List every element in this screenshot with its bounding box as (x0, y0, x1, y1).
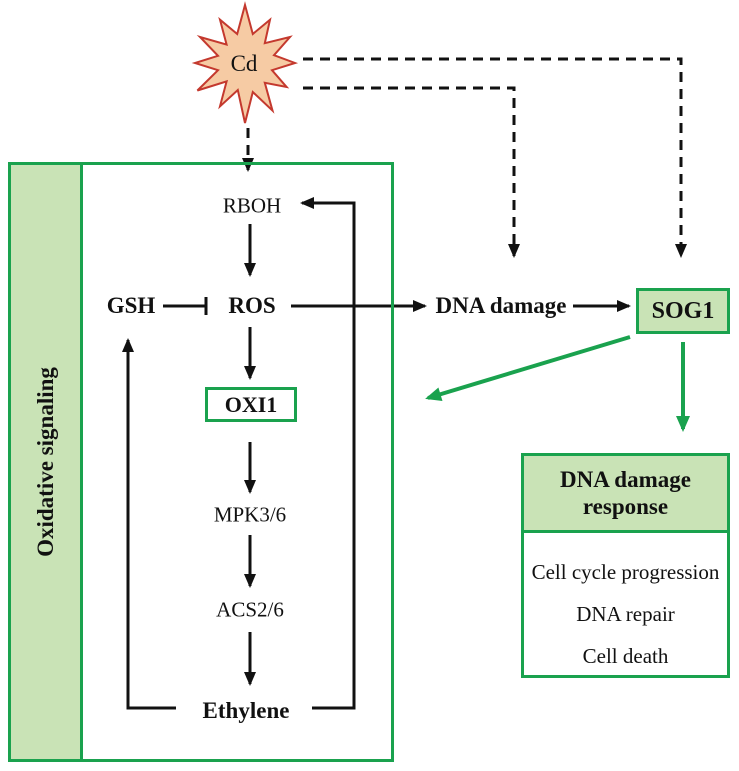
cd-starburst-icon (191, 1, 299, 124)
arrow-cd-to-dna-damage (303, 86, 520, 258)
node-mpk36: MPK3/6 (213, 502, 287, 527)
ddr-title-line1: DNA damage (560, 467, 691, 492)
arrow-sog1-to-oxidative-signaling (425, 335, 631, 401)
node-ros: ROS (228, 293, 276, 318)
ddr-title-line2: response (582, 494, 669, 519)
oxi1-box: OXI1 (205, 387, 297, 422)
ddr-item-cell-death: Cell death (582, 644, 669, 668)
sog1-label: SOG1 (651, 297, 715, 324)
ddr-item-cell-cycle: Cell cycle progression (531, 560, 720, 584)
sog1-box: SOG1 (636, 288, 730, 334)
cd-label: Cd (230, 51, 258, 76)
oxidative-signaling-label: Oxidative signaling (32, 367, 58, 557)
ddr-header: DNA damage response (524, 456, 727, 533)
feedback-ethylene-to-gsh (122, 338, 176, 710)
node-ethylene: Ethylene (202, 698, 290, 723)
node-rboh: RBOH (222, 193, 282, 218)
ddr-body: Cell cycle progression DNA repair Cell d… (524, 533, 727, 677)
node-gsh: GSH (106, 293, 156, 318)
oxidative-signaling-strip: Oxidative signaling (8, 162, 83, 762)
ddr-box: DNA damage response Cell cycle progressi… (521, 453, 730, 678)
dna-damage-label: DNA damage (435, 293, 567, 318)
feedback-ethylene-to-rboh (300, 197, 356, 710)
arrow-cd-to-sog1 (303, 57, 687, 258)
node-acs26: ACS2/6 (216, 597, 284, 622)
oxi1-label: OXI1 (224, 391, 278, 417)
ddr-item-dna-repair: DNA repair (576, 602, 675, 626)
